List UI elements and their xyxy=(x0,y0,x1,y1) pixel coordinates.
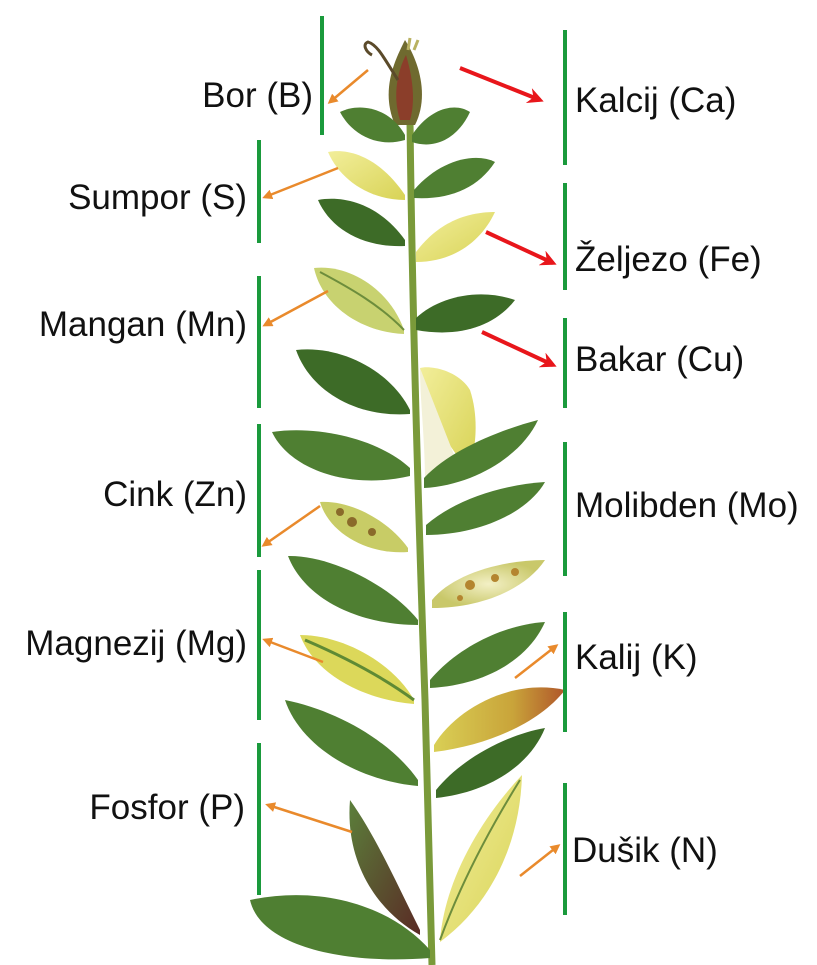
arrow-nitrogen xyxy=(520,846,558,876)
arrow-phosphorus xyxy=(268,805,352,832)
label-nitrogen: Dušik (N) xyxy=(572,833,718,868)
leaf xyxy=(272,430,410,480)
leaf xyxy=(296,349,410,414)
arrow-sulfur xyxy=(265,168,338,197)
leaf xyxy=(285,700,418,786)
leaf xyxy=(288,556,418,625)
leaf xyxy=(430,622,545,688)
leaf xyxy=(320,502,408,552)
leaf xyxy=(318,199,405,246)
leaf xyxy=(412,107,470,144)
label-molybdenum: Molibden (Mo) xyxy=(575,488,799,523)
arrow-calcium xyxy=(460,68,540,100)
label-calcium: Kalcij (Ca) xyxy=(575,83,736,118)
arrow-iron xyxy=(486,232,553,263)
leaf xyxy=(328,151,405,200)
arrow-manganese xyxy=(265,291,328,325)
label-phosphorus: Fosfor (P) xyxy=(89,790,245,825)
leaf xyxy=(434,687,565,752)
label-zinc: Cink (Zn) xyxy=(103,477,247,512)
leaf xyxy=(314,268,404,334)
label-manganese: Mangan (Mn) xyxy=(39,307,247,342)
label-boron: Bor (B) xyxy=(202,78,313,113)
leaf xyxy=(416,212,495,262)
label-copper: Bakar (Cu) xyxy=(575,342,744,377)
plant-leaves xyxy=(250,107,565,959)
arrow-copper xyxy=(482,332,553,365)
label-iron: Željezo (Fe) xyxy=(575,242,762,277)
leaf xyxy=(426,482,545,535)
label-potassium: Kalij (K) xyxy=(575,640,698,675)
label-magnesium: Magnezij (Mg) xyxy=(25,626,247,661)
leaf xyxy=(414,158,495,198)
leaf xyxy=(432,560,545,608)
leaf xyxy=(416,294,515,332)
leaf xyxy=(440,775,522,942)
arrow-boron xyxy=(330,70,368,102)
arrow-zinc xyxy=(264,506,320,545)
label-sulfur: Sumpor (S) xyxy=(68,180,247,215)
